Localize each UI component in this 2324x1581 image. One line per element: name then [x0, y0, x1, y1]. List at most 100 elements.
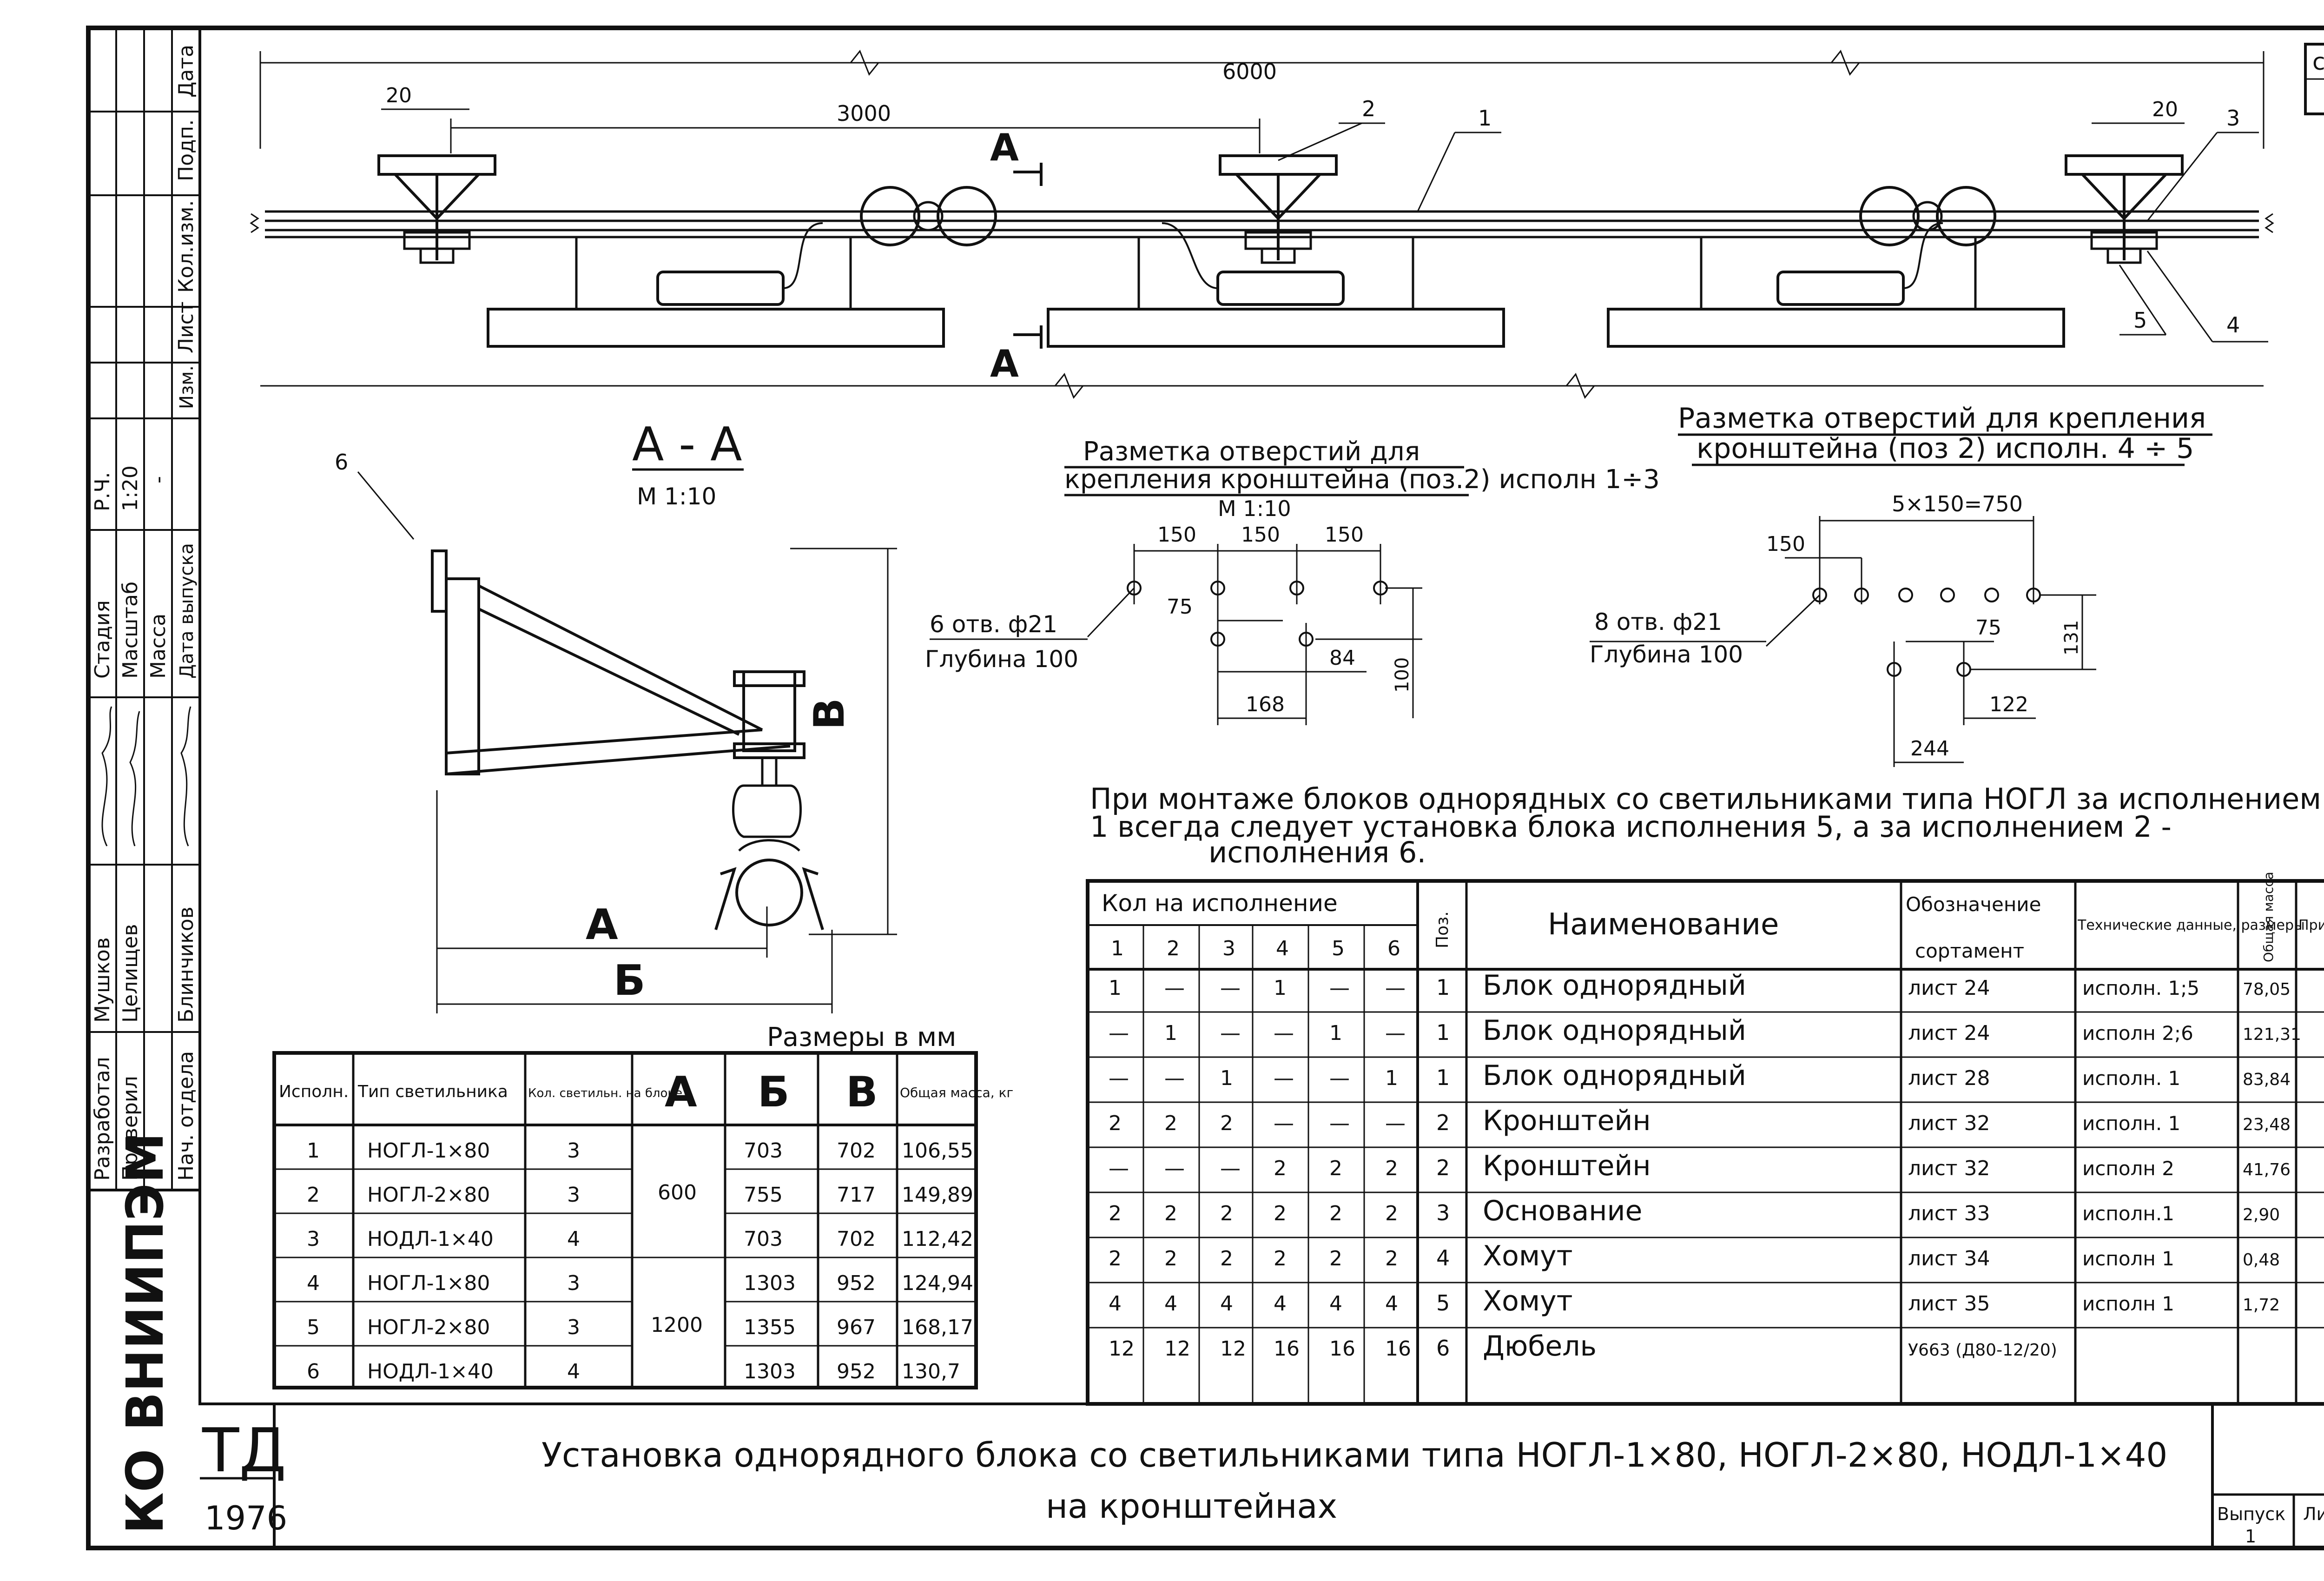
- spec-qty-cell: 1: [1329, 1021, 1342, 1045]
- dims-h-v: В: [846, 1068, 878, 1117]
- marking1-dim-150c: 150: [1325, 523, 1364, 547]
- stamp-change: Изм.: [176, 365, 198, 409]
- section-scale: М 1:10: [637, 483, 716, 510]
- bracket-left: [377, 154, 496, 264]
- spec-h-pos: Поз.: [1433, 911, 1452, 948]
- ballast-1: [656, 271, 785, 306]
- dims-cell: 702: [837, 1227, 876, 1251]
- spec-name-cell: Хомут: [1483, 1285, 1573, 1317]
- marking1-title1: Разметка отверстий для: [1083, 437, 1420, 467]
- signature-2: [129, 711, 140, 847]
- spec-designation-cell: лист 32: [1908, 1111, 1990, 1135]
- dims-cell: 755: [744, 1183, 783, 1207]
- section-title: А - А: [632, 417, 742, 471]
- dim-v-label: В: [805, 698, 854, 730]
- marking2-dim-total: 5×150=750: [1892, 491, 2023, 516]
- spec-qty-cell: 2: [1164, 1111, 1177, 1135]
- spec-designation-cell: лист 35: [1908, 1292, 1990, 1316]
- dims-h-b: Б: [758, 1068, 790, 1117]
- ballast-3: [1776, 271, 1905, 306]
- spec-mass-cell: 41,76: [2243, 1160, 2291, 1179]
- spec-h-note: Приме- чание: [2298, 917, 2324, 933]
- stamp-name-2: Целищев: [119, 924, 142, 1023]
- spec-mass-cell: 83,84: [2243, 1070, 2291, 1089]
- dim-b-label: Б: [614, 956, 646, 1005]
- spec-tech-cell: исполн 2: [2082, 1157, 2174, 1180]
- spec-qty-cell: 12: [1109, 1337, 1135, 1361]
- page-number-box: стр. 16: [2304, 43, 2324, 115]
- spec-qty-cell: 2: [1274, 1202, 1287, 1225]
- spec-designation-cell: лист 32: [1908, 1157, 1990, 1180]
- spec-qty-cell: 2: [1220, 1202, 1233, 1225]
- spec-qty-cell: —: [1220, 976, 1241, 1000]
- spec-tech-cell: исполн.1: [2082, 1202, 2174, 1225]
- dims-cell: 4: [567, 1360, 580, 1383]
- stamp-name-1: Мушков: [91, 937, 114, 1023]
- spec-tech-cell: исполн 1: [2082, 1292, 2174, 1315]
- spec-qty-cell: 2: [1385, 1202, 1398, 1225]
- marking2-title2: кронштейна (поз 2) исполн. 4 ÷ 5: [1697, 432, 2194, 465]
- installation-note: При монтаже блоков однорядных со светиль…: [1090, 782, 2321, 869]
- dims-h-variant: Исполн.: [279, 1082, 349, 1101]
- lamp-block-1: [487, 308, 945, 348]
- spec-qty-cell: 4: [1329, 1292, 1342, 1316]
- bracket-right: [2065, 154, 2184, 264]
- spec-tech-cell: исполн. 1: [2082, 1067, 2180, 1090]
- dims-cell: 703: [744, 1227, 783, 1251]
- dims-h-count: Кол. светильн. на блоке: [528, 1086, 682, 1100]
- spec-table: Кол на исполнение 1 2 3 4 5 6 Поз. Наиме…: [1086, 872, 2324, 1406]
- spec-qty-cell: —: [1109, 1157, 1129, 1180]
- dims-cell: 967: [837, 1316, 876, 1339]
- spec-designation-cell: лист 28: [1908, 1066, 1990, 1090]
- spec-designation-cell: лист 34: [1908, 1247, 1990, 1270]
- marking2-dim-244: 244: [1910, 737, 1949, 761]
- spec-qty-cell: 2: [1164, 1247, 1177, 1270]
- stamp-sign: Подп.: [174, 119, 198, 181]
- dims-cell: 1: [307, 1139, 320, 1163]
- spec-pos-cell: 6: [1436, 1336, 1450, 1361]
- dims-cell: НОДЛ-1×40: [367, 1227, 494, 1251]
- dim-a-label: А: [586, 900, 618, 949]
- spec-pos-cell: 4: [1436, 1245, 1450, 1270]
- spec-qty-cell: —: [1220, 1157, 1241, 1180]
- spec-qty-cell: —: [1164, 1066, 1185, 1090]
- stamp-stage-value: Р.Ч.: [91, 472, 114, 511]
- stamp-scale-value: 1:20: [119, 465, 142, 511]
- spec-qty-cell: 4: [1274, 1292, 1287, 1316]
- marking2-dim-131: 131: [2061, 620, 2082, 655]
- dims-cell: 952: [837, 1271, 876, 1295]
- spec-qty-cell: 4: [1109, 1292, 1122, 1316]
- dims-cell: 4: [567, 1227, 580, 1251]
- dim-total: 6000: [1222, 59, 1277, 84]
- dims-h-type: Тип светильника: [357, 1082, 508, 1101]
- dim-left-20: 20: [386, 84, 412, 107]
- spec-mass-cell: 23,48: [2243, 1115, 2291, 1134]
- dims-cell: 4: [307, 1271, 320, 1295]
- lamp-block-2: [1047, 308, 1505, 348]
- spec-qty-cell: 2: [1109, 1202, 1122, 1225]
- marking2-dim-150: 150: [1766, 532, 1805, 556]
- lamp-block-3: [1607, 308, 2065, 348]
- dims-cell: 3: [567, 1271, 580, 1295]
- spec-name-cell: Блок однорядный: [1483, 969, 1746, 1002]
- stamp-mass: Масса: [146, 614, 170, 679]
- stamp-role-2: Проверил: [119, 1076, 142, 1181]
- junction-2a: [1859, 186, 1920, 246]
- spec-qty-cell: 2: [1109, 1247, 1122, 1270]
- dims-a-600: 600: [658, 1181, 697, 1204]
- note-line1: При монтаже блоков однорядных со светиль…: [1090, 782, 2321, 816]
- spec-qty-cell: 1: [1109, 976, 1122, 1000]
- spec-h-des1: Обозначение: [1906, 893, 2041, 916]
- spec-pos-cell: 1: [1436, 975, 1450, 1000]
- spec-qty-cell: 4: [1220, 1292, 1233, 1316]
- callout-4: 4: [2226, 312, 2240, 337]
- stamp-role-3: Нач. отдела: [174, 1051, 198, 1181]
- dims-cell: 703: [744, 1139, 783, 1163]
- spec-qty-cell: —: [1329, 976, 1350, 1000]
- side-stamp: Дата Подп. Кол.изм. Лист Изм. Р.Ч. 1:20 …: [88, 28, 200, 1534]
- spec-h-q1: 1: [1111, 937, 1124, 960]
- spec-qty-cell: 2: [1109, 1111, 1122, 1135]
- dims-cell: 3: [567, 1183, 580, 1207]
